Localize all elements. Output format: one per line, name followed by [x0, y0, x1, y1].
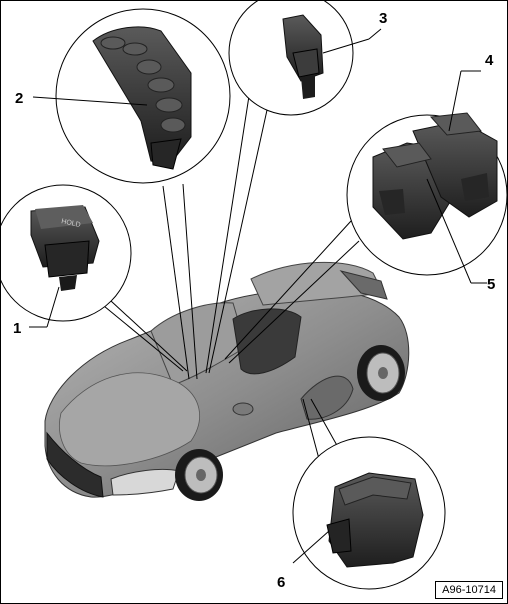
- door-switch: [326, 472, 424, 568]
- roof-switch: [282, 14, 324, 99]
- figure-reference: A96-10714: [435, 581, 503, 599]
- callout-5: 5: [487, 276, 495, 293]
- hold-label: HOLD: [61, 218, 81, 229]
- car-interior: [232, 308, 302, 375]
- callout-6: 6: [277, 574, 285, 591]
- car-hood: [59, 372, 200, 467]
- car-rear-spoiler: [339, 270, 388, 300]
- detail-circle-1: HOLD: [1, 184, 132, 322]
- detail-circle-3: [228, 1, 354, 116]
- callout-3: 3: [379, 10, 387, 27]
- callout-1: 1: [13, 320, 21, 337]
- car-front-wheel: [175, 449, 223, 501]
- switch-block: [372, 112, 498, 240]
- hold-switch: [30, 205, 100, 291]
- callout-2: 2: [15, 90, 23, 107]
- car-mirror: [232, 402, 254, 416]
- callout-leaders: [29, 28, 487, 564]
- detail-circle-6: [292, 436, 446, 590]
- car-rear-wheel: [357, 345, 405, 401]
- detail-circle-4-5: [346, 112, 507, 276]
- car-grille: [46, 431, 104, 498]
- callout-4: 4: [485, 52, 494, 69]
- steering-buttons: [92, 26, 192, 170]
- leader-lines: [92, 95, 360, 460]
- detail-circle-2: [55, 8, 231, 184]
- car-side-blade: [300, 375, 354, 420]
